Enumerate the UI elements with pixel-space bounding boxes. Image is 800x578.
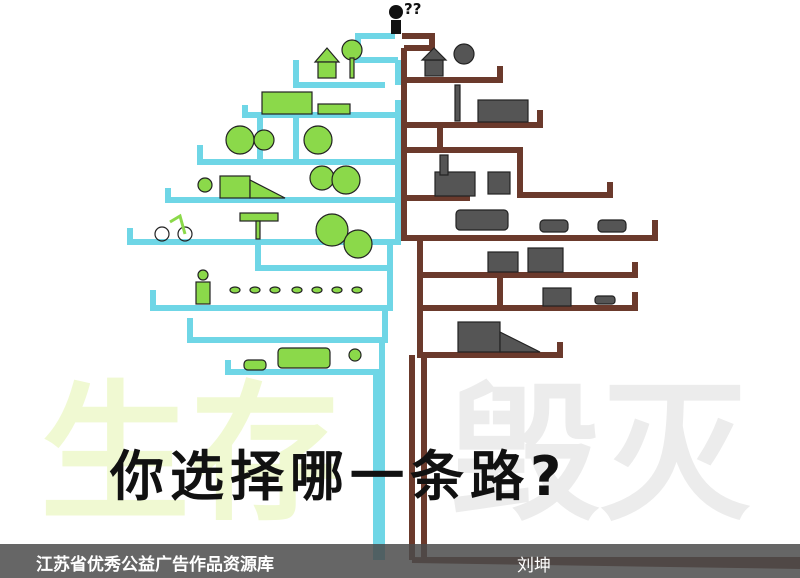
watermark-right: 毁灭 (450, 368, 751, 542)
green-items (154, 39, 373, 371)
slogan-question: 你选择哪一条路? (110, 445, 568, 508)
footer-bar: 江苏省优秀公益广告作品资源库 刘坤 (0, 544, 800, 578)
footer-source: 江苏省优秀公益广告作品资源库 (36, 555, 274, 575)
footer-author: 刘坤 (517, 556, 551, 576)
person-figure (389, 5, 403, 34)
question-marks: ?? (404, 0, 422, 18)
watermark-left: 生存 (40, 368, 341, 542)
brown-items (420, 43, 627, 353)
